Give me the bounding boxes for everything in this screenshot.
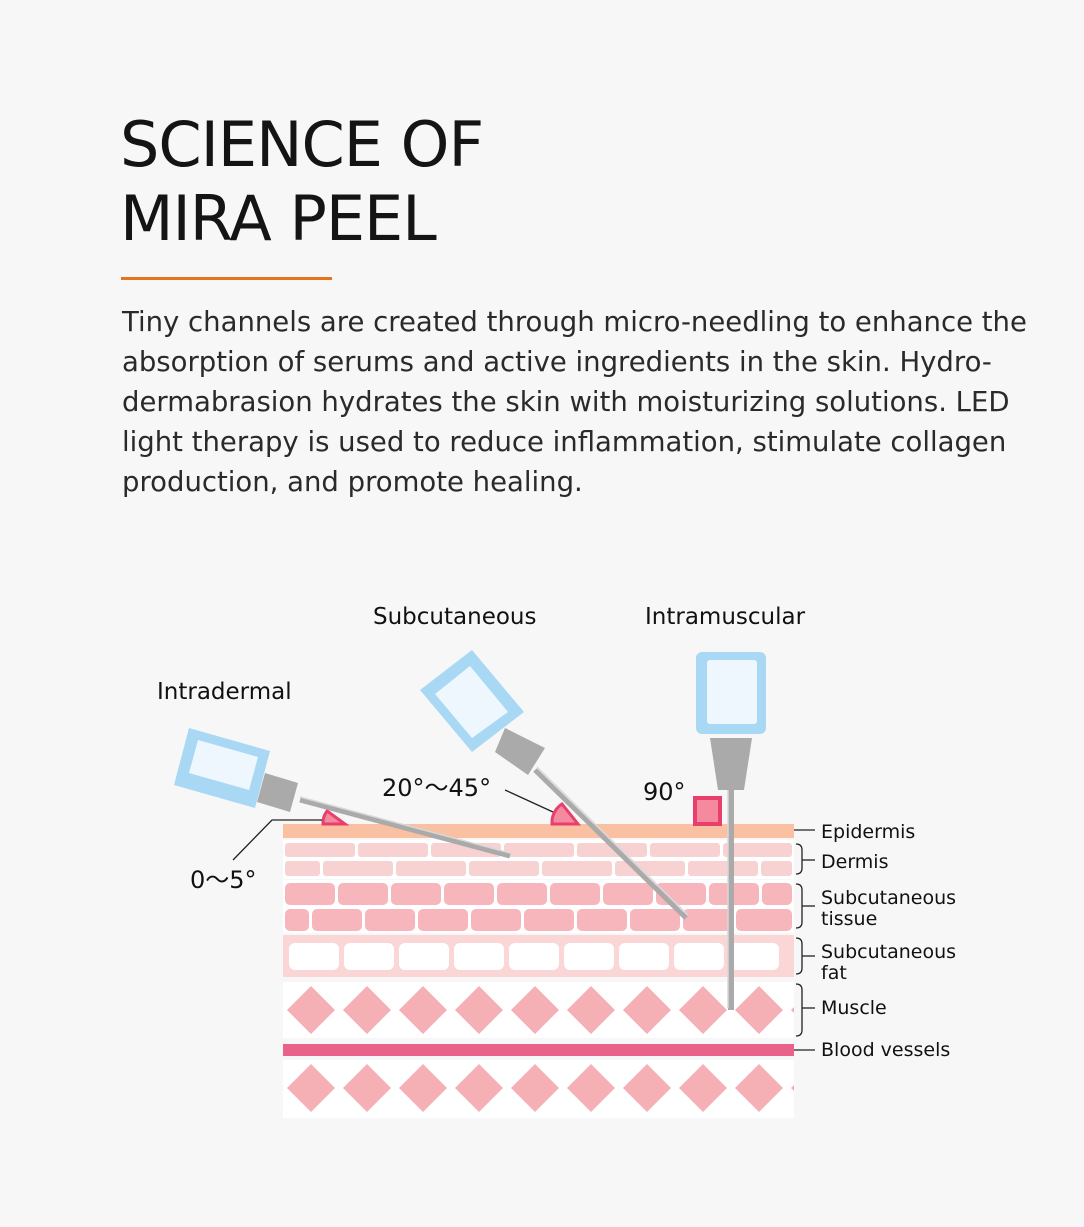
skin-cross-section [283,824,794,1118]
layer-label-fat-1: Subcutaneous [821,941,956,963]
layer-label-muscle: Muscle [821,997,887,1019]
subcutaneous-angle-marker [550,802,582,826]
muscle-layer [283,982,794,1038]
injection-label-subcutaneous: Subcutaneous [373,604,536,630]
leader-lines [232,789,815,1051]
dermis-cells [285,843,792,876]
lower-muscle-layer [283,1060,794,1118]
intramuscular-syringe [696,652,766,1010]
title-line-1: SCIENCE OF [120,108,484,181]
layer-label-blood-vessels: Blood vessels [821,1039,950,1061]
intradermal-angle-marker [321,808,350,826]
angle-label-intradermal: 0～5° [190,866,257,894]
layer-label-tissue-1: Subcutaneous [821,887,956,909]
injection-label-intramuscular: Intramuscular [645,604,806,630]
layer-label-tissue-2: tissue [821,908,877,930]
epidermis-layer [283,824,794,838]
angle-label-subcutaneous: 20°～45° [382,774,491,802]
intramuscular-angle-marker [693,796,722,826]
subcutaneous-syringe [420,650,689,920]
description-text: Tiny channels are created through micro-… [122,306,1027,498]
layer-label-dermis: Dermis [821,851,888,873]
injection-diagram: Intradermal Subcutaneous Intramuscular 0… [157,604,956,1118]
angle-markers [321,796,722,826]
injection-label-intradermal: Intradermal [157,679,292,705]
tissue-cells [285,883,792,931]
blood-vessel-layer [283,1044,794,1056]
layer-labels: Epidermis Dermis Subcutaneous tissue Sub… [821,821,956,1061]
title-line-2: MIRA PEEL [120,182,437,255]
intradermal-syringe [174,728,511,859]
accent-divider [121,277,332,280]
fat-cells [289,943,779,970]
page-title: SCIENCE OF MIRA PEEL [120,108,484,256]
layer-label-epidermis: Epidermis [821,821,915,843]
angle-label-intramuscular: 90° [643,778,686,806]
layer-label-fat-2: fat [821,962,847,984]
